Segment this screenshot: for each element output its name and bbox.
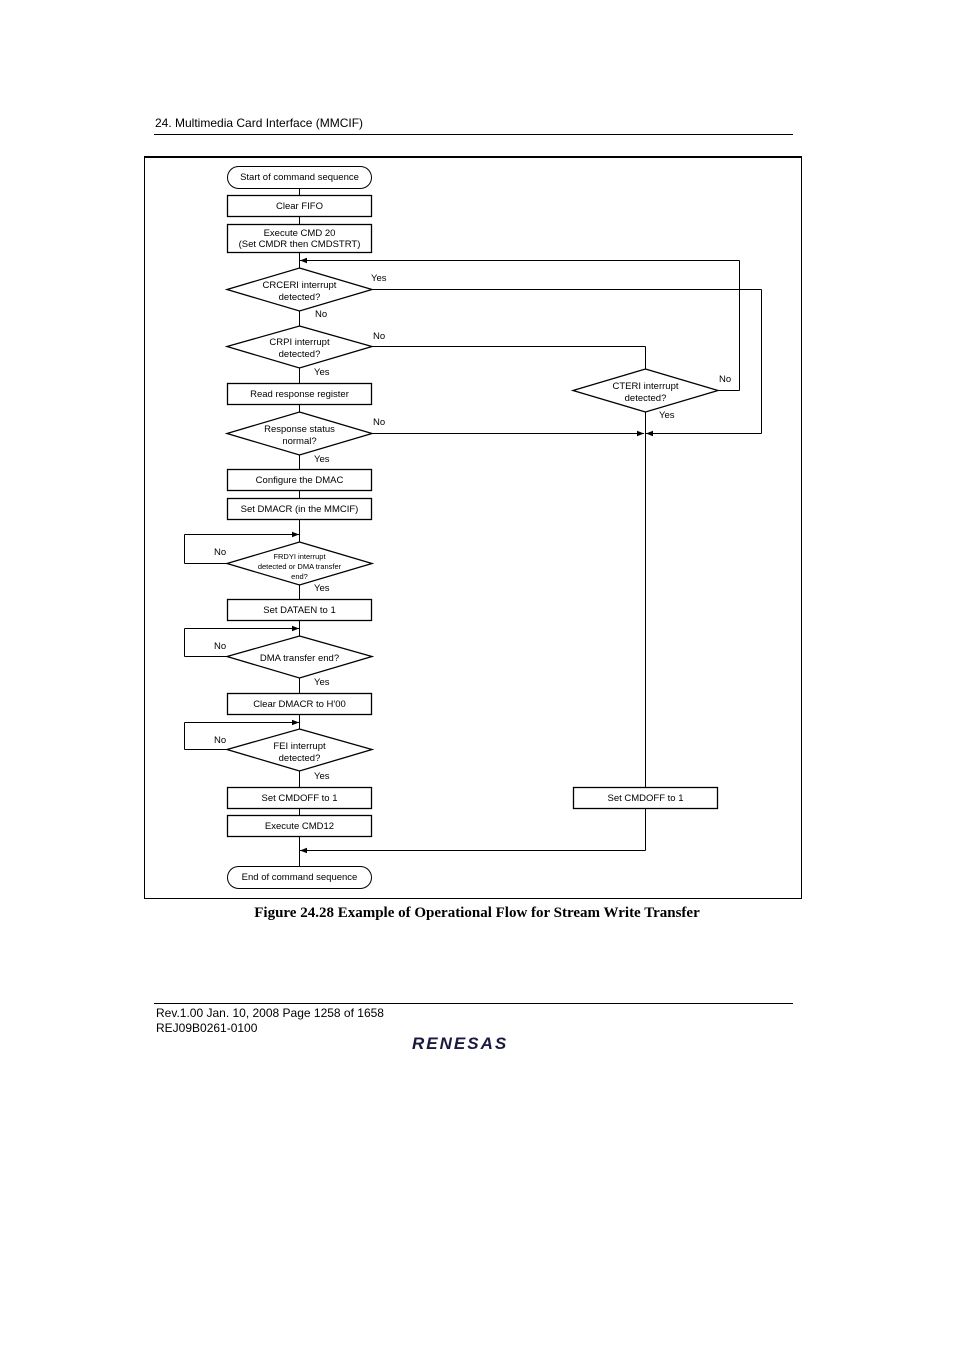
clear-fifo-label: Clear FIFO (276, 201, 323, 212)
end-terminal (227, 866, 372, 889)
section-header: 24. Multimedia Card Interface (MMCIF) (155, 116, 364, 130)
fei-line2: detected? (279, 753, 321, 764)
response-status-line1: Response status (264, 424, 335, 435)
cteri-line2: detected? (625, 393, 667, 404)
set-cmdoff-left-label: Set CMDOFF to 1 (261, 793, 337, 804)
dma-end-decision (224, 635, 375, 679)
set-dmacr-box (226, 497, 373, 521)
figure-caption: Figure 24.28 Example of Operational Flow… (254, 905, 700, 921)
set-dmacr-label: Set DMACR (in the MMCIF) (241, 504, 359, 515)
frdyi-no: No (214, 547, 226, 558)
cteri-decision (570, 368, 721, 413)
read-response-label: Read response register (250, 389, 349, 400)
footer-doc-id: REJ09B0261-0100 (156, 1021, 258, 1035)
crceri-decision (224, 267, 375, 312)
set-dataen-box (226, 598, 373, 622)
fei-no: No (214, 735, 226, 746)
crceri-no: No (315, 309, 327, 320)
configure-dmac-box (226, 468, 373, 492)
header-rule (154, 134, 793, 135)
clear-dmacr-label: Clear DMACR to H'00 (253, 699, 346, 710)
fei-decision (224, 728, 375, 772)
crpi-decision (224, 325, 375, 369)
crceri-line1: CRCERI interrupt (263, 280, 337, 291)
dma-end-label: DMA transfer end? (260, 653, 339, 664)
set-cmdoff-left-box (226, 786, 373, 810)
response-yes: Yes (314, 454, 330, 465)
start-label: Start of command sequence (240, 172, 359, 183)
crpi-line1: CRPI interrupt (269, 337, 330, 348)
set-cmdoff-right-box (572, 786, 719, 810)
clear-fifo-box (226, 194, 373, 218)
frdyi-line3: end? (291, 572, 308, 581)
cteri-line1: CTERI interrupt (613, 381, 679, 392)
frdyi-yes: Yes (314, 583, 330, 594)
crpi-no: No (373, 331, 385, 342)
cteri-no: No (719, 374, 731, 385)
fei-line1: FEI interrupt (273, 741, 326, 752)
response-status-decision (224, 411, 375, 456)
dma-end-yes: Yes (314, 677, 330, 688)
set-dataen-label: Set DATAEN to 1 (263, 605, 336, 616)
exec-cmd12-box (226, 814, 373, 838)
crpi-yes: Yes (314, 367, 330, 378)
exec-cmd20-box (226, 223, 373, 254)
renesas-logo: RENESAS (412, 1034, 509, 1053)
exec-cmd20-line1: Execute CMD 20 (264, 228, 336, 239)
end-label: End of command sequence (242, 872, 358, 883)
frdyi-decision (224, 541, 375, 586)
footer-rule (154, 1003, 793, 1004)
set-cmdoff-right-label: Set CMDOFF to 1 (607, 793, 683, 804)
frdyi-line2: detected or DMA transfer (258, 562, 342, 571)
footer-revision: Rev.1.00 Jan. 10, 2008 Page 1258 of 1658 (156, 1006, 384, 1020)
start-terminal (227, 166, 372, 189)
exec-cmd20-line2: (Set CMDR then CMDSTRT) (239, 239, 361, 250)
configure-dmac-label: Configure the DMAC (256, 475, 344, 486)
crpi-line2: detected? (279, 349, 321, 360)
fei-yes: Yes (314, 771, 330, 782)
crceri-yes: Yes (371, 273, 387, 284)
clear-dmacr-box (226, 692, 373, 716)
read-response-box (226, 382, 373, 406)
cteri-yes: Yes (659, 410, 675, 421)
exec-cmd12-label: Execute CMD12 (265, 821, 334, 832)
response-no: No (373, 417, 385, 428)
response-status-line2: normal? (282, 436, 316, 447)
dma-end-no: No (214, 641, 226, 652)
crceri-line2: detected? (279, 292, 321, 303)
frdyi-line1: FRDYI interrupt (273, 552, 326, 561)
